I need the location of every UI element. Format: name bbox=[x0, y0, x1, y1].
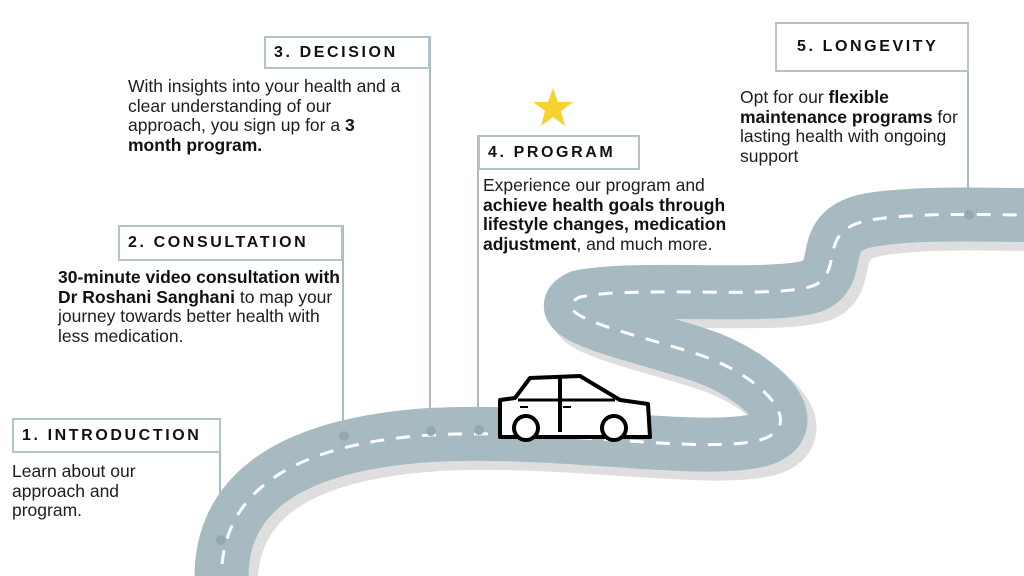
step-description-longevity: Opt for our flexible maintenance program… bbox=[740, 87, 968, 166]
desc-text: to map your journey towards better healt… bbox=[58, 286, 333, 346]
marker-3 bbox=[426, 426, 436, 436]
step-title-introduction: 1. INTRODUCTION bbox=[12, 418, 221, 453]
desc-text: , and much more. bbox=[576, 233, 713, 254]
connector-1 bbox=[219, 418, 221, 540]
step-title-text: 5. LONGEVITY bbox=[797, 38, 939, 55]
marker-5 bbox=[964, 210, 974, 220]
desc-bold: 30-minute video consultation with Dr Ros… bbox=[58, 267, 340, 307]
star-icon bbox=[533, 88, 573, 126]
step-title-text: 2. CONSULTATION bbox=[128, 234, 309, 251]
step-title-consultation: 2. CONSULTATION bbox=[118, 225, 343, 261]
desc-bold: flexible maintenance programs bbox=[740, 87, 933, 127]
step-description-decision: With insights into your health and a cle… bbox=[128, 76, 403, 155]
desc-text: With insights into your health and a cle… bbox=[128, 76, 401, 135]
desc-text: Experience our program and bbox=[483, 175, 705, 195]
connector-4 bbox=[477, 135, 479, 430]
step-description-program: Experience our program and achieve healt… bbox=[483, 175, 738, 254]
step-title-program: 4. PROGRAM bbox=[478, 135, 640, 170]
step-title-text: 1. INTRODUCTION bbox=[22, 426, 202, 444]
connector-3 bbox=[429, 36, 431, 430]
step-description-introduction: Learn about our approach and program. bbox=[12, 461, 142, 521]
marker-2 bbox=[339, 431, 349, 441]
desc-bold: 3 month program. bbox=[128, 115, 355, 155]
step-title-decision: 3. DECISION bbox=[264, 36, 430, 69]
desc-text: for lasting health with ongoing support bbox=[740, 106, 958, 166]
step-title-longevity: 5. LONGEVITY bbox=[775, 22, 969, 72]
desc-bold: achieve health goals through lifestyle c… bbox=[483, 194, 727, 254]
marker-4 bbox=[474, 425, 484, 435]
marker-1 bbox=[216, 535, 226, 545]
desc-text: Opt for our bbox=[740, 87, 829, 107]
car-icon bbox=[498, 374, 652, 442]
connector-5 bbox=[967, 22, 969, 215]
step-title-text: 4. PROGRAM bbox=[488, 143, 616, 161]
step-title-text: 3. DECISION bbox=[274, 43, 398, 61]
connector-2 bbox=[342, 225, 344, 436]
step-description-consultation: 30-minute video consultation with Dr Ros… bbox=[58, 267, 343, 346]
desc-text: Learn about our approach and program. bbox=[12, 461, 136, 520]
